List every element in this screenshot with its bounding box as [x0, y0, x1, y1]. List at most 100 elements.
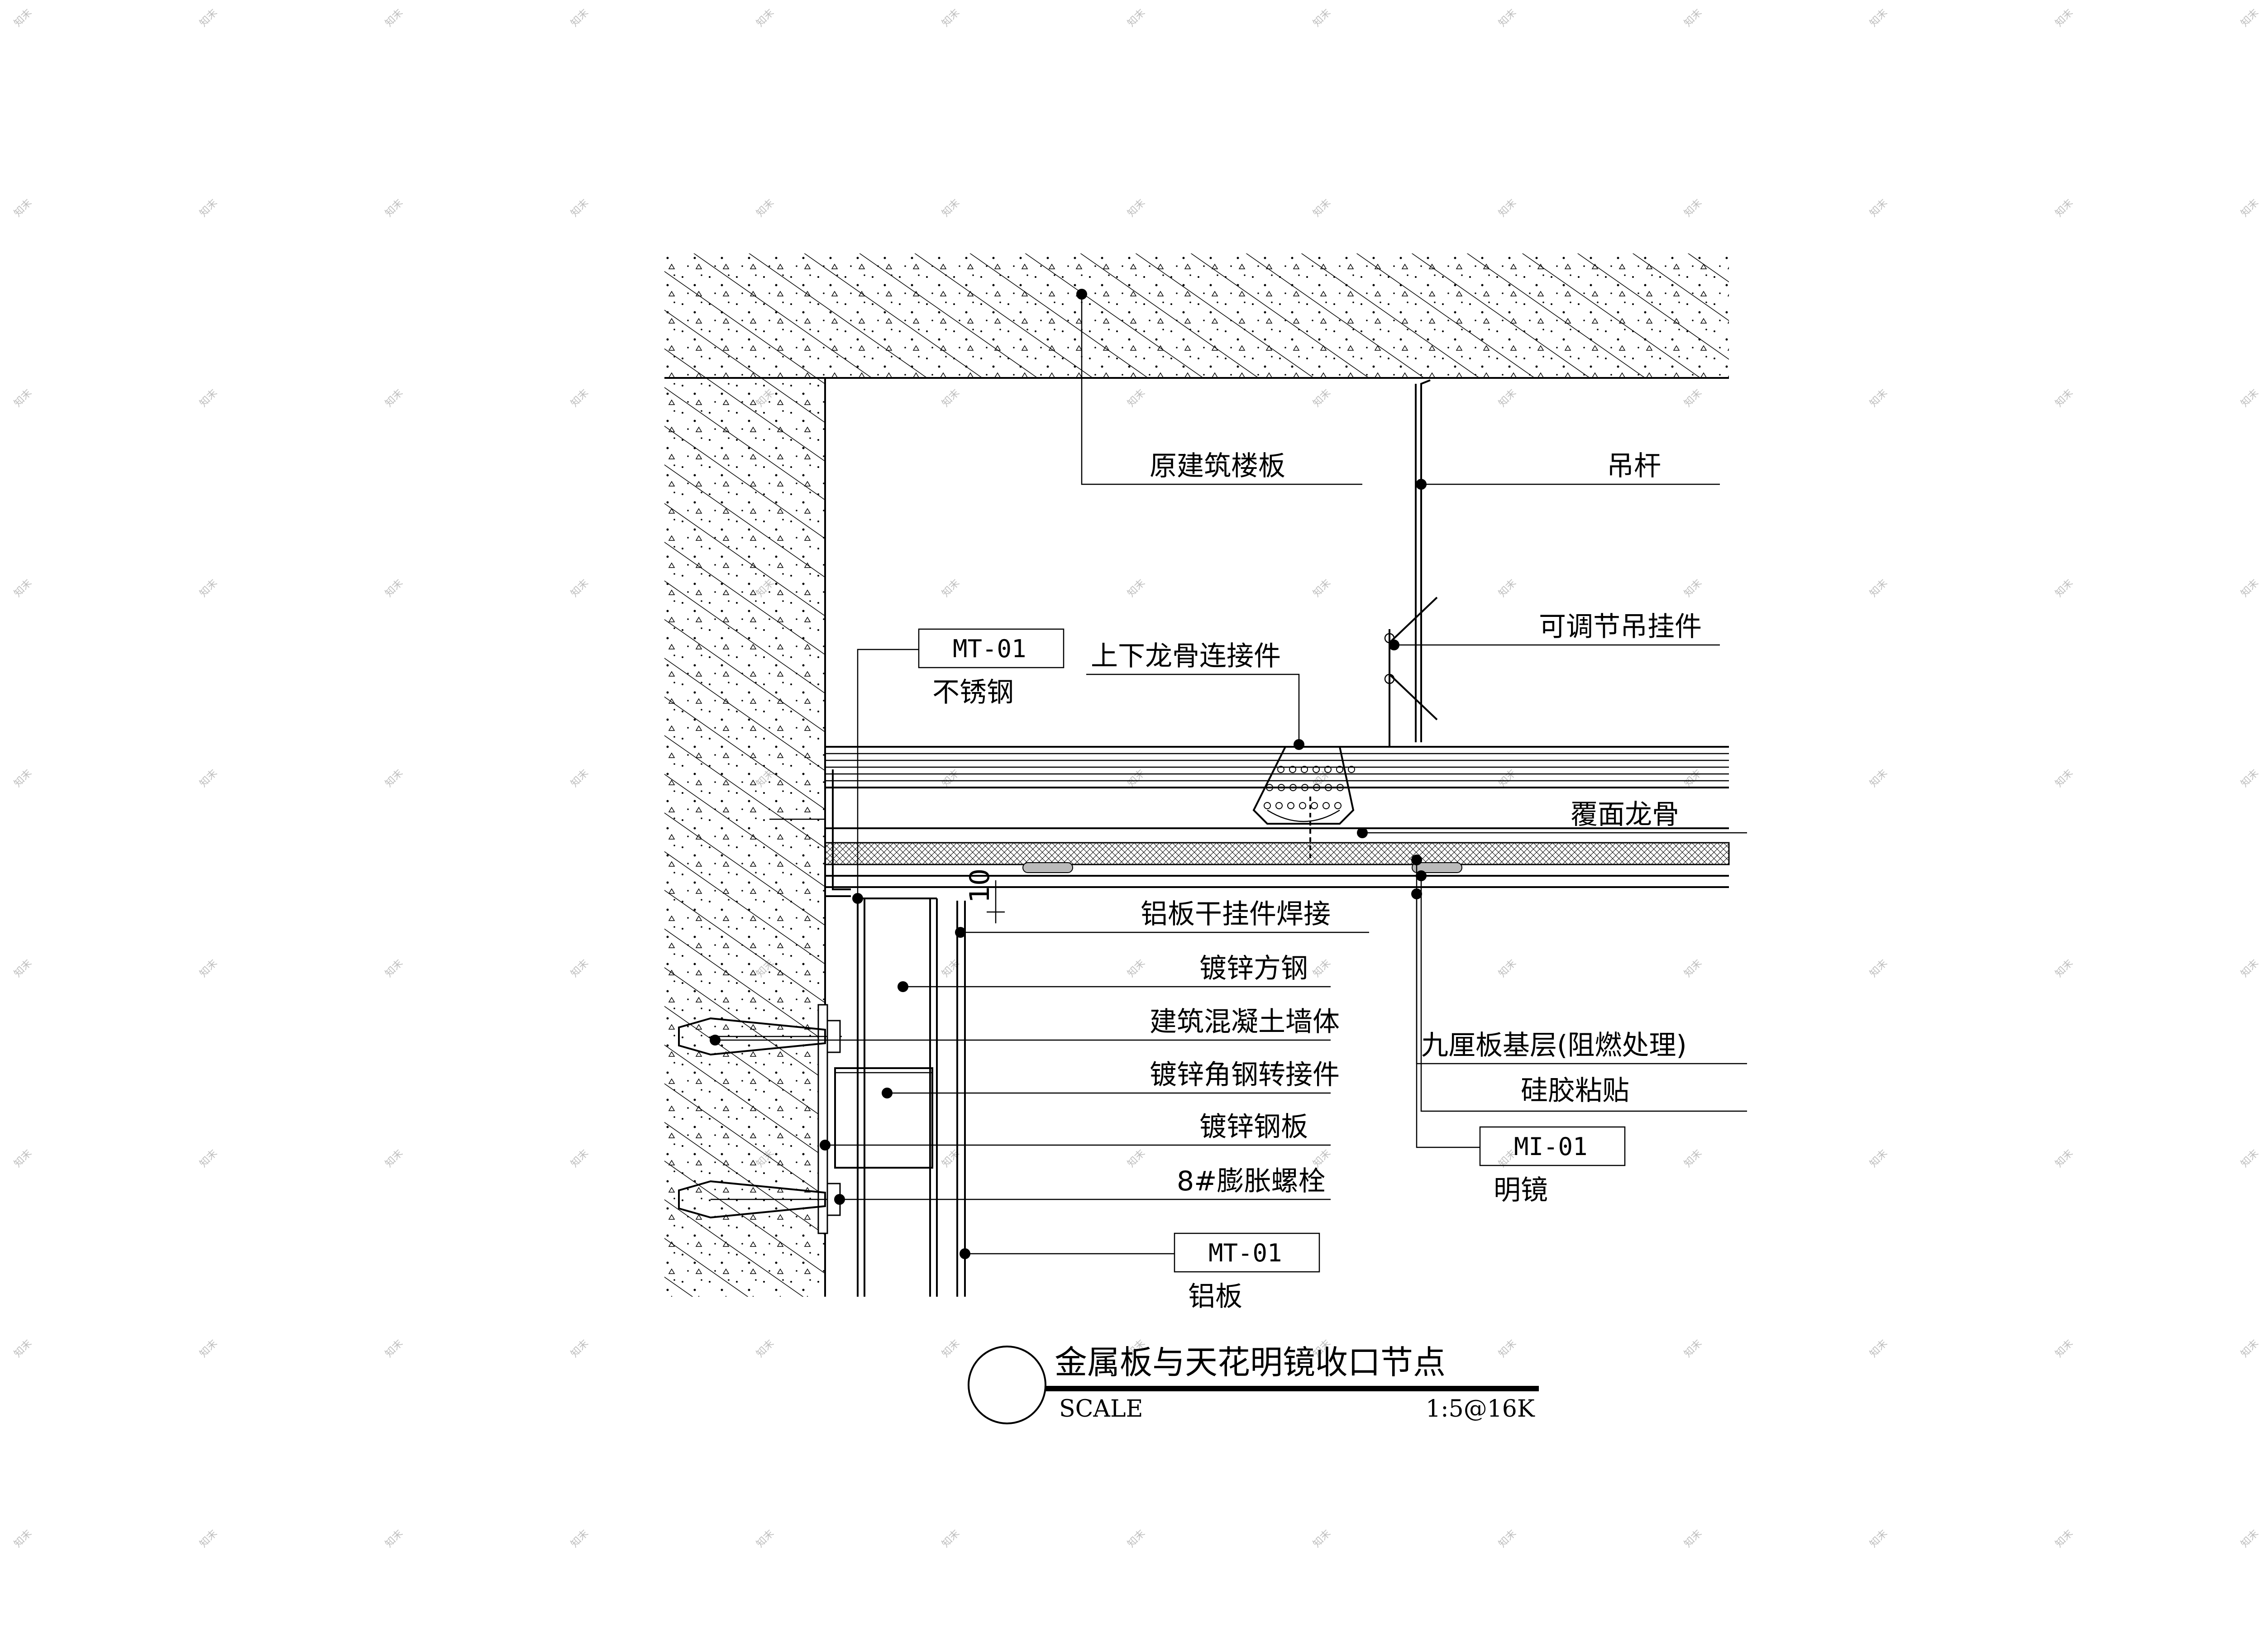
watermark-text: 知末 [1682, 767, 1704, 789]
drawing-title: 金属板与天花明镜收口节点 [1055, 1343, 1446, 1381]
watermark-text: 知末 [1497, 387, 1519, 409]
dimension-10: 10 [964, 869, 1005, 923]
watermark-text: 知末 [1497, 7, 1519, 29]
watermark-text: 知末 [569, 7, 591, 29]
watermark-text: 知末 [383, 1147, 406, 1170]
watermark-text: 知末 [1311, 197, 1333, 219]
watermark-text: 知末 [2053, 1528, 2076, 1550]
watermark-text: 知末 [940, 1147, 962, 1170]
tag-aluminum-name: 铝板 [1188, 1281, 1242, 1313]
watermark-grid: 知末知末知末知末知末知末知末知末知末知末知末知末知末知末知末知末知末知末知末知末… [12, 7, 2261, 1550]
watermark-text: 知末 [1868, 577, 1890, 599]
watermark-text: 知末 [2239, 387, 2261, 409]
keel-connector [1252, 746, 1355, 862]
watermark-text: 知末 [198, 1337, 220, 1360]
watermark-text: 知末 [940, 1337, 962, 1360]
connector-hole [1322, 802, 1330, 809]
watermark-text: 知末 [1682, 7, 1704, 29]
watermark-text: 知末 [12, 957, 34, 979]
leaders-right [1076, 289, 1747, 1148]
plywood-base [824, 842, 1730, 865]
watermark-text: 知末 [2239, 1337, 2261, 1360]
watermark-text: 知末 [2053, 767, 2076, 789]
watermark-text: 知末 [754, 197, 777, 219]
watermark-text: 知末 [754, 1337, 777, 1360]
label-adjustable-hanger: 可调节吊挂件 [1539, 611, 1702, 643]
connector-hole [1266, 784, 1273, 791]
watermark-text: 知末 [569, 577, 591, 599]
label-cover-keel: 覆面龙骨 [1571, 799, 1679, 831]
connector-hole [1287, 802, 1294, 809]
watermark-text: 知末 [2239, 197, 2261, 219]
watermark-text: 知末 [940, 197, 962, 219]
watermark-text: 知末 [569, 197, 591, 219]
watermark-text: 知末 [1497, 577, 1519, 599]
watermark-text: 知末 [1126, 197, 1148, 219]
tag-mirror-code: MI-01 [1514, 1132, 1588, 1161]
label-square-steel: 镀锌方钢 [1199, 953, 1308, 984]
connector-hole [1334, 802, 1342, 809]
watermark-text: 知末 [2239, 1528, 2261, 1550]
watermark-text: 知末 [198, 577, 220, 599]
connector-hole [1278, 784, 1285, 791]
label-plywood-base: 九厘板基层(阻燃处理) [1421, 1030, 1687, 1061]
watermark-text: 知末 [2239, 577, 2261, 599]
watermark-text: 知末 [1311, 387, 1333, 409]
watermark-text: 知末 [2239, 767, 2261, 789]
silicone-pads [1022, 862, 1462, 873]
watermark-text: 知末 [12, 767, 34, 789]
connector-hole [1348, 766, 1355, 773]
tag-aluminum-code: MT-01 [1208, 1239, 1282, 1267]
label-hanger-rod: 吊杆 [1607, 450, 1661, 482]
watermark-text: 知末 [940, 957, 962, 979]
label-expansion-bolt: 8#膨胀螺栓 [1177, 1165, 1325, 1197]
connector-hole [1264, 802, 1271, 809]
detail-callout-circle [968, 1346, 1046, 1424]
watermark-text: 知末 [12, 1147, 34, 1170]
expansion-bolts [678, 1017, 842, 1219]
tag-aluminum: MT-01 铝板 [1174, 1232, 1320, 1313]
watermark-text: 知末 [2053, 957, 2076, 979]
tag-mirror: MI-01 明镜 [1479, 1126, 1626, 1206]
connector-hole [1299, 802, 1306, 809]
connector-hole [1313, 766, 1320, 773]
watermark-text: 知末 [1497, 1337, 1519, 1360]
watermark-text: 知末 [2239, 1147, 2261, 1170]
watermark-text: 知末 [1126, 957, 1148, 979]
watermark-text: 知末 [383, 7, 406, 29]
label-connector: 上下龙骨连接件 [1091, 640, 1281, 672]
stainless-trim [769, 769, 851, 897]
watermark-text: 知末 [1311, 1528, 1333, 1550]
label-silicone: 硅胶粘贴 [1521, 1075, 1629, 1107]
connector-hole [1289, 766, 1296, 773]
watermark-text: 知末 [1497, 957, 1519, 979]
watermark-text: 知末 [12, 387, 34, 409]
watermark-text: 知末 [754, 1528, 777, 1550]
concrete-slab [664, 253, 1729, 379]
tag-mirror-name: 明镜 [1494, 1175, 1548, 1206]
watermark-text: 知末 [12, 1337, 34, 1360]
leaders-left [710, 649, 1369, 1259]
watermark-text: 知末 [569, 767, 591, 789]
watermark-text: 知末 [2053, 1337, 2076, 1360]
watermark-text: 知末 [754, 7, 777, 29]
connector-hole [1337, 784, 1344, 791]
tag-stainless-code: MT-01 [953, 635, 1026, 663]
label-steel-plate: 镀锌钢板 [1199, 1111, 1308, 1143]
watermark-text: 知末 [2239, 7, 2261, 29]
watermark-text: 知末 [383, 767, 406, 789]
watermark-text: 知末 [198, 1528, 220, 1550]
watermark-text: 知末 [1497, 1528, 1519, 1550]
watermark-text: 知末 [2239, 957, 2261, 979]
watermark-text: 知末 [1682, 197, 1704, 219]
title-block: 金属板与天花明镜收口节点 SCALE 1:5@16K [968, 1343, 1539, 1424]
watermark-text: 知末 [569, 1147, 591, 1170]
watermark-text: 知末 [198, 1147, 220, 1170]
scale-value: 1:5@16K [1426, 1395, 1535, 1423]
watermark-text: 知末 [383, 957, 406, 979]
watermark-text: 知末 [198, 7, 220, 29]
watermark-text: 知末 [1126, 1147, 1148, 1170]
watermark-text: 知末 [383, 197, 406, 219]
watermark-text: 知末 [2053, 577, 2076, 599]
label-concrete-wall: 建筑混凝土墙体 [1150, 1006, 1340, 1038]
